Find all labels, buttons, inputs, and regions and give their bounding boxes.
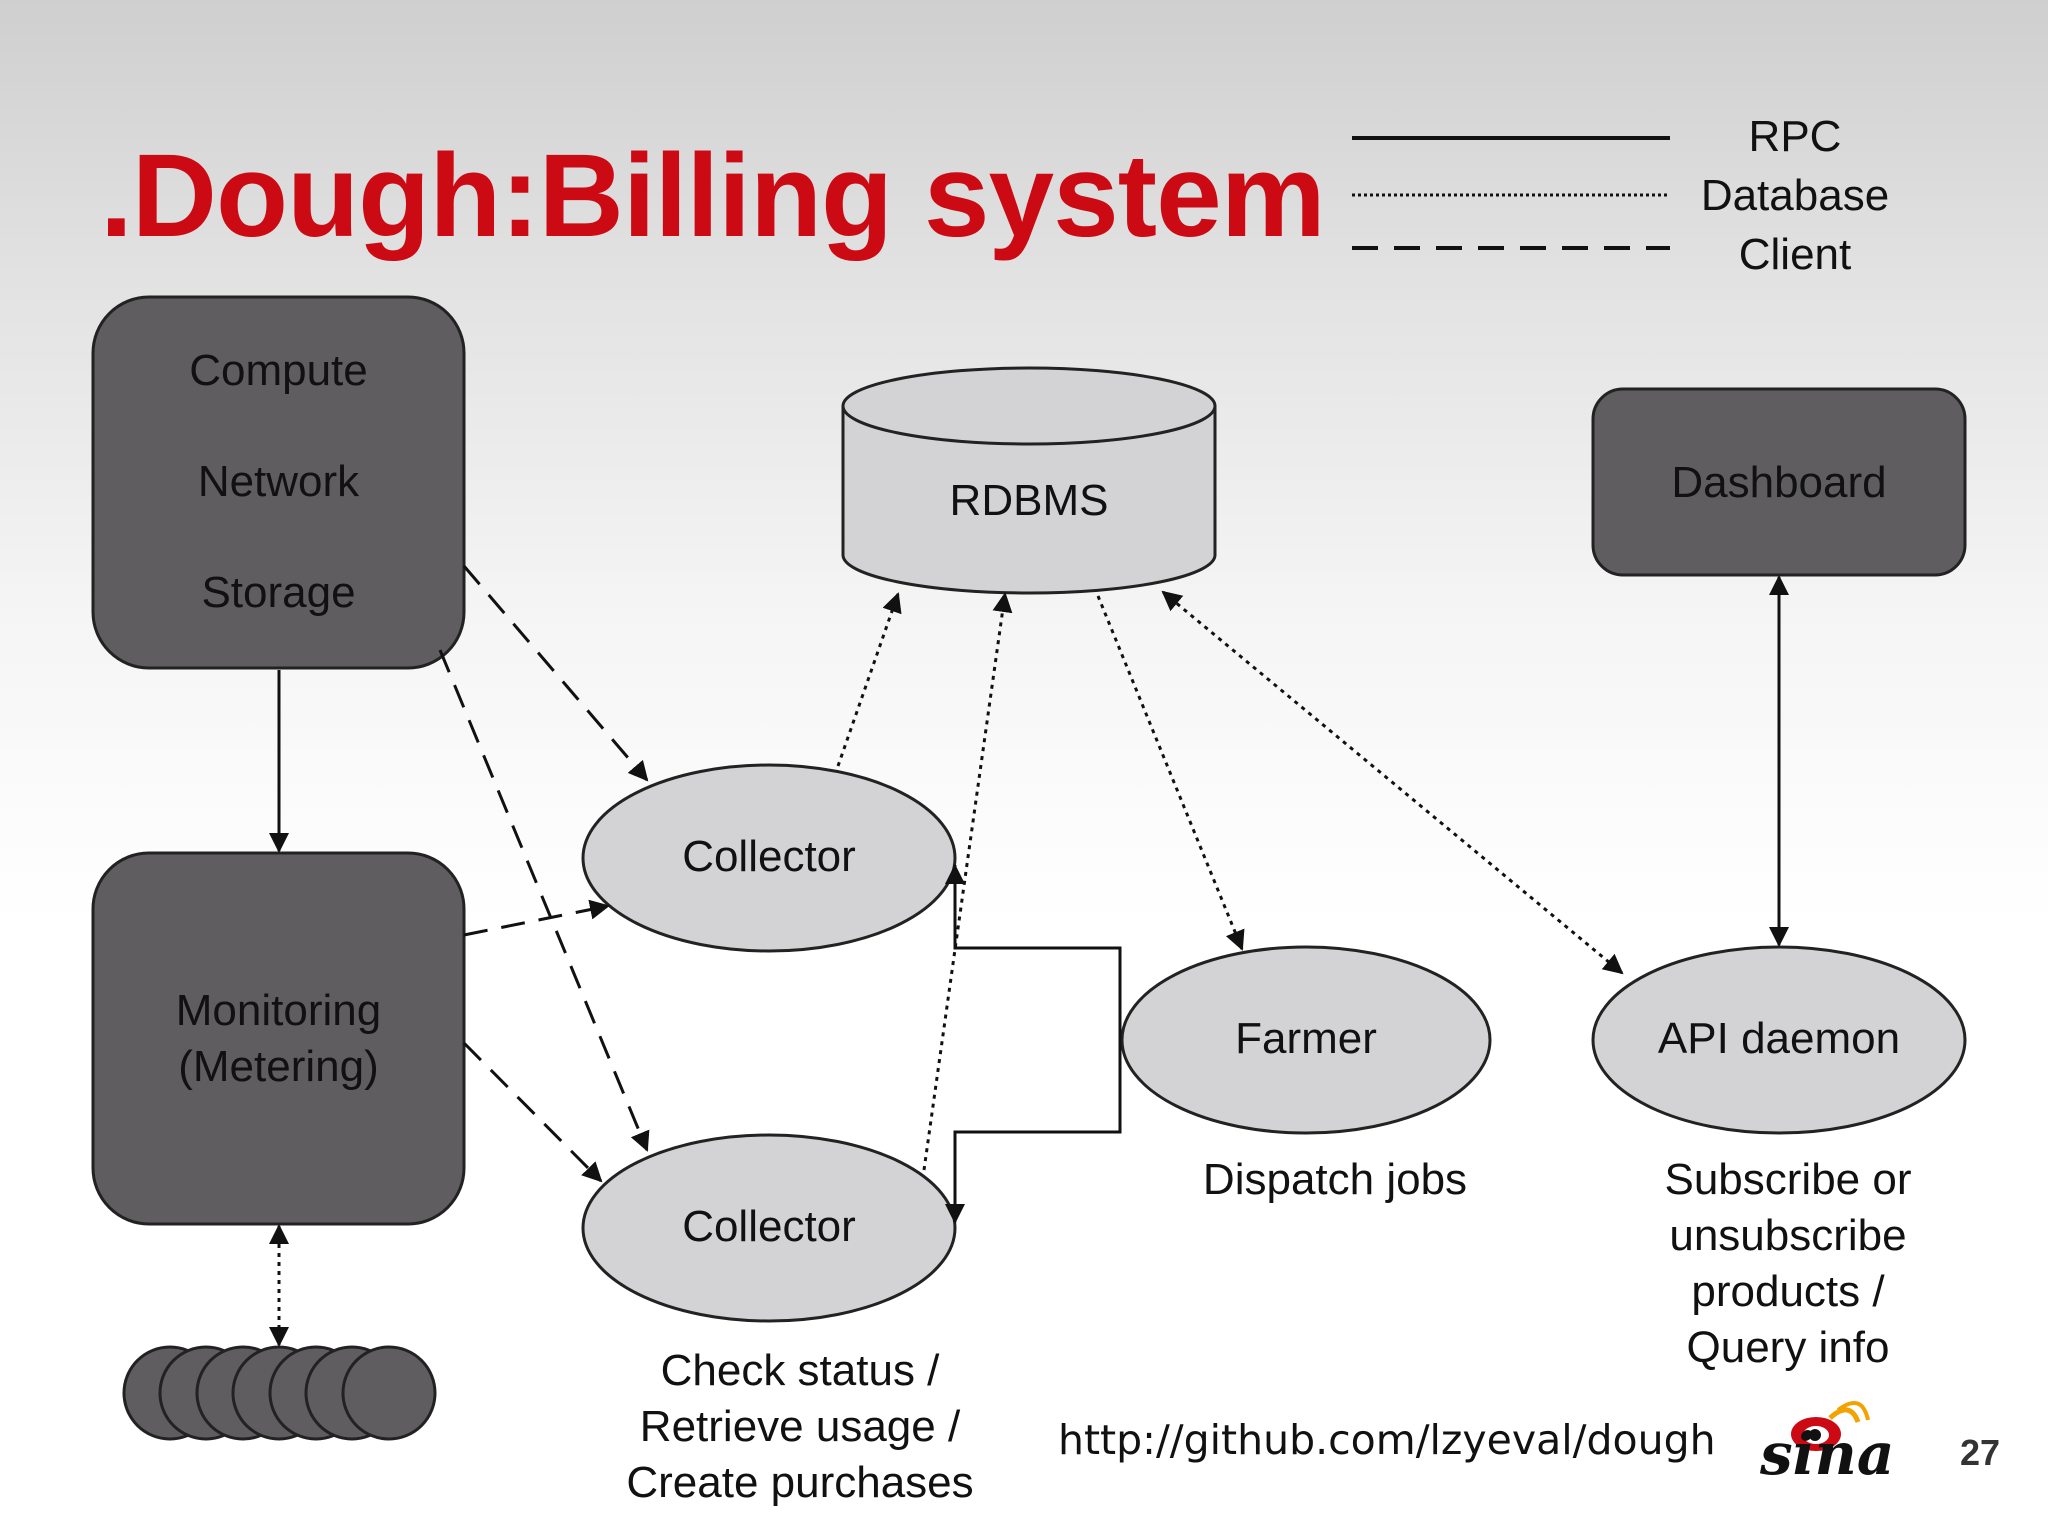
- monitoring-label: Monitoring: [175, 986, 382, 1035]
- legend-label-rpc: RPC: [1748, 112, 1842, 161]
- client-arrow-monitoring-to-collector-bottom: [462, 1041, 603, 1183]
- legend-label-client: Client: [1738, 230, 1852, 279]
- api-daemon-node: [1591, 945, 1967, 1135]
- sina-logo: sina: [1760, 1420, 1895, 1488]
- api-daemon-label: API daemon: [1657, 1014, 1901, 1063]
- collector-top-node: [581, 763, 957, 953]
- api-caption-line-2: unsubscribe: [1669, 1211, 1907, 1260]
- metering-label: (Metering): [178, 1042, 379, 1091]
- dashboard-label: Dashboard: [1671, 458, 1887, 507]
- rpc-link-collectors-farmer: [953, 865, 1122, 1220]
- api-caption-line-4: Query info: [1686, 1323, 1890, 1372]
- client-arrow-compute-to-collector-bottom: [438, 649, 650, 1152]
- api-caption-line-1: Subscribe or: [1664, 1155, 1912, 1204]
- db-arrow-rdbms-api-daemon: [1161, 590, 1624, 975]
- collector-caption-line-3: Create purchases: [626, 1458, 974, 1507]
- page-number: 27: [1960, 1432, 2001, 1473]
- collector-top-label: Collector: [682, 832, 856, 881]
- compute-label: Compute: [189, 346, 368, 395]
- page-title: .Dough:Billing system: [100, 130, 1326, 262]
- storage-nodes-stack: [122, 1345, 437, 1441]
- collector-bottom-label: Collector: [682, 1202, 856, 1251]
- client-arrow-monitoring-to-collector-top: [463, 899, 610, 937]
- collector-caption-line-1: Check status /: [660, 1346, 940, 1395]
- api-caption-line-3: products /: [1691, 1267, 1885, 1316]
- collector-caption-line-2: Retrieve usage /: [639, 1402, 961, 1451]
- db-arrow-collector-bottom-to-rdbms: [922, 592, 1013, 1171]
- sina-eye-icon: [1791, 1400, 1870, 1451]
- storage-label: Storage: [201, 568, 356, 617]
- compute-network-storage-box: [91, 295, 466, 670]
- monitoring-box: [91, 851, 466, 1226]
- rdbms-label: RDBMS: [949, 476, 1109, 525]
- db-arrow-collector-top-to-rdbms: [836, 592, 902, 767]
- farmer-caption: Dispatch jobs: [1202, 1155, 1468, 1204]
- farmer-label: Farmer: [1235, 1014, 1377, 1063]
- collector-bottom-node: [581, 1133, 957, 1323]
- legend-label-database: Database: [1700, 171, 1890, 220]
- rdbms-cylinder: [841, 366, 1217, 595]
- db-arrow-rdbms-to-farmer: [1096, 595, 1245, 951]
- network-label: Network: [197, 457, 360, 506]
- client-arrow-compute-to-collector-top: [462, 565, 649, 782]
- github-url-link[interactable]: http://github.com/lzyeval/dough: [1058, 1416, 1716, 1464]
